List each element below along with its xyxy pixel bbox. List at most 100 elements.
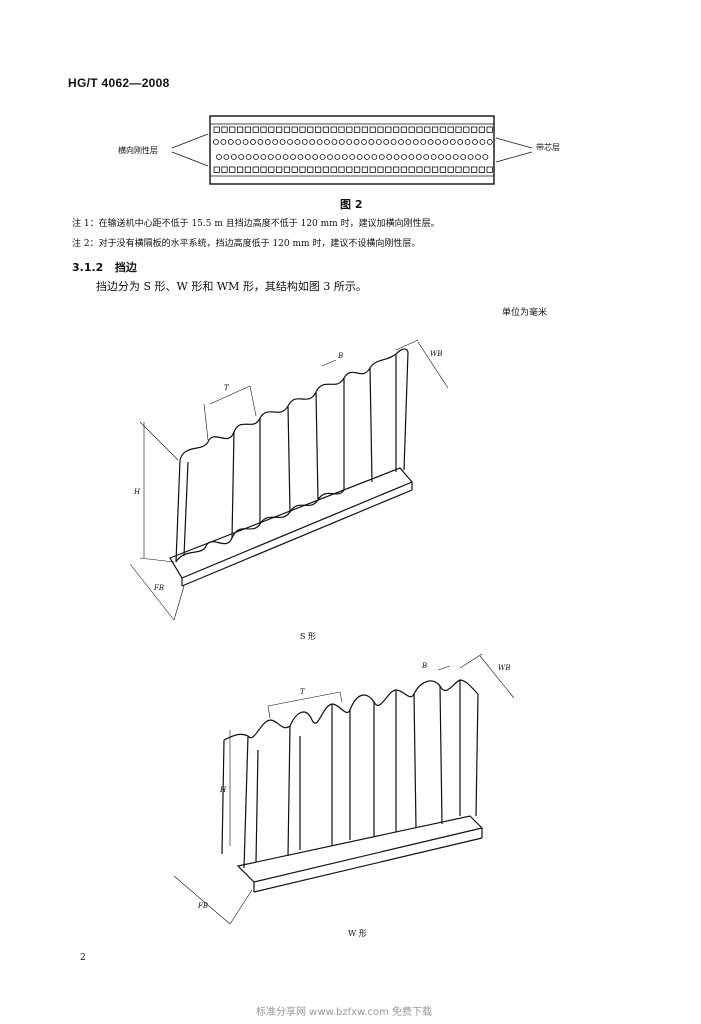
- core-cord: [412, 139, 419, 145]
- core-cord: [430, 154, 437, 160]
- section-number: 3.1.2: [72, 261, 104, 274]
- layer-cell: [377, 126, 384, 133]
- core-cord: [393, 154, 400, 160]
- core-cord: [290, 154, 296, 160]
- layer-cell: [439, 166, 447, 173]
- layer-cell: [213, 166, 220, 173]
- layer-cell: [455, 126, 462, 133]
- core-cord: [304, 154, 311, 160]
- core-cord: [257, 139, 264, 145]
- core-cord: [297, 154, 304, 160]
- layer-cell: [283, 126, 291, 133]
- layer-cell: [252, 166, 259, 173]
- core-cord: [356, 154, 363, 160]
- layer-cell: [447, 126, 454, 133]
- w-thickness-label: B: [421, 662, 427, 670]
- core-cord: [475, 154, 481, 160]
- layer-cell: [408, 166, 415, 173]
- layer-cell: [400, 126, 408, 133]
- layer-cell: [275, 166, 283, 173]
- core-cord: [368, 139, 375, 145]
- core-cord: [438, 154, 444, 160]
- layer-cell: [338, 126, 345, 133]
- core-cord: [338, 139, 345, 145]
- core-cord: [375, 139, 382, 145]
- core-cord: [220, 139, 227, 145]
- site-footer: 标准分享网 www.bzfxw.com 免费下载: [256, 1007, 432, 1018]
- core-cord: [216, 154, 222, 160]
- layer-cell: [486, 166, 493, 173]
- core-cord: [223, 154, 230, 160]
- core-cord: [334, 154, 341, 160]
- core-cord: [238, 154, 245, 160]
- layer-cell: [244, 126, 251, 133]
- layer-cell: [260, 126, 267, 133]
- core-layer-label: 带芯层: [536, 143, 560, 152]
- layer-cell: [346, 126, 353, 133]
- layer-cell: [221, 126, 228, 133]
- core-cord: [327, 154, 333, 160]
- core-cord: [479, 139, 486, 145]
- layer-cell: [213, 126, 220, 133]
- transverse-layer-row-bottom: [213, 166, 493, 173]
- standard-code-header: HG/T 4062—2008: [68, 76, 170, 90]
- core-cord: [401, 154, 407, 160]
- core-cord: [331, 139, 338, 145]
- w-pitch-label: T: [300, 688, 306, 696]
- core-cord: [301, 139, 308, 145]
- layer-cell: [439, 126, 447, 133]
- layer-cell: [260, 166, 267, 173]
- layer-cell: [229, 166, 236, 173]
- layer-cell: [307, 166, 314, 173]
- layer-cell: [447, 166, 454, 173]
- unit-note: 单位为毫米: [502, 308, 548, 318]
- layer-cell: [385, 126, 392, 133]
- core-cord: [445, 154, 452, 160]
- core-cord: [309, 139, 316, 145]
- layer-cell: [369, 166, 376, 173]
- core-cord: [415, 154, 422, 160]
- core-cord: [275, 154, 282, 160]
- core-cord: [472, 139, 478, 145]
- layer-cell: [244, 166, 251, 173]
- s-sidewall-drawing: H T B WB FB: [129, 339, 449, 621]
- core-cord: [245, 154, 252, 160]
- core-cord: [230, 154, 237, 160]
- core-cord: [452, 154, 459, 160]
- section-title: 挡边: [114, 261, 137, 274]
- s-thickness-label: B: [337, 352, 343, 360]
- core-cord: [449, 139, 456, 145]
- core-cord: [405, 139, 412, 145]
- layer-cell: [283, 166, 291, 173]
- w-shape-caption: W 形: [348, 929, 367, 938]
- layer-cell: [307, 126, 314, 133]
- layer-cell: [470, 126, 478, 133]
- core-cord: [341, 154, 348, 160]
- layer-cell: [455, 166, 462, 173]
- core-cord: [486, 139, 493, 145]
- core-cord: [227, 139, 234, 145]
- core-cord: [279, 139, 286, 145]
- core-cord: [435, 139, 441, 145]
- layer-cell: [314, 126, 322, 133]
- layer-cell: [463, 166, 470, 173]
- layer-cell: [268, 166, 275, 173]
- core-cord: [460, 154, 467, 160]
- core-cord: [383, 139, 390, 145]
- core-cord: [267, 154, 274, 160]
- core-cord: [235, 139, 242, 145]
- layer-cell: [392, 166, 400, 173]
- core-cord: [442, 139, 449, 145]
- layer-cell: [463, 126, 470, 133]
- core-cord: [364, 154, 370, 160]
- layer-cell: [314, 166, 322, 173]
- core-cord: [349, 154, 356, 160]
- s-pitch-label: T: [224, 384, 230, 392]
- core-cord: [294, 139, 301, 145]
- core-cord: [253, 154, 259, 160]
- layer-cell: [299, 166, 306, 173]
- layer-cell: [291, 126, 298, 133]
- layer-cell: [385, 166, 392, 173]
- w-height-label: H: [219, 786, 227, 794]
- layer-cell: [299, 126, 306, 133]
